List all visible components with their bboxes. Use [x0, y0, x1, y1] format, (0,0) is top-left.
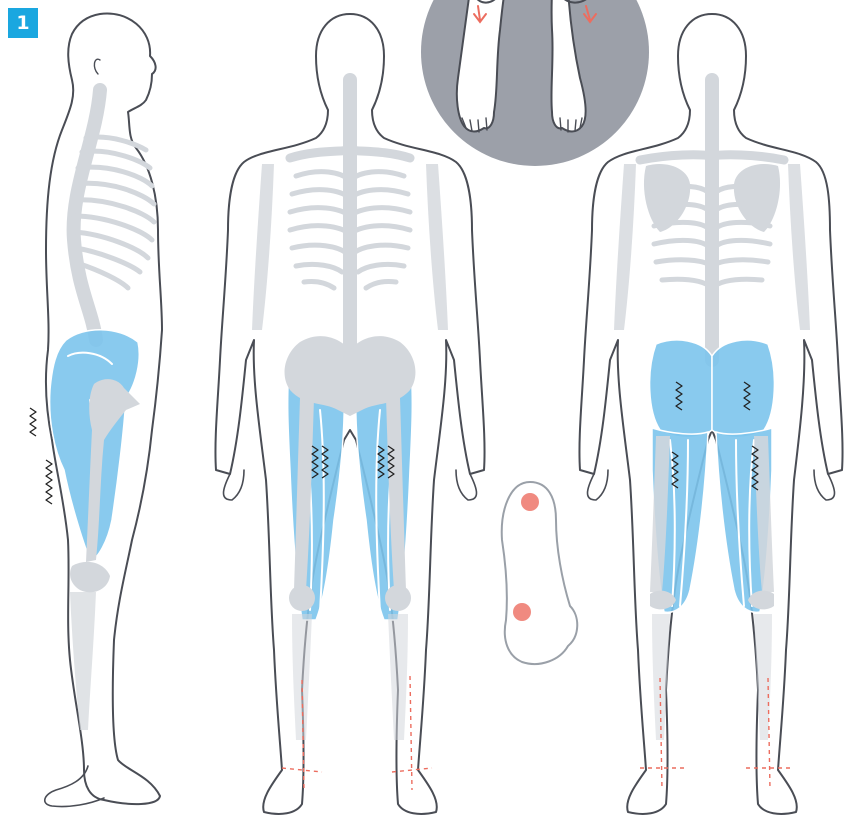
- back-right-hand: [814, 470, 835, 500]
- inset-background: [421, 0, 649, 166]
- footprint-pressure-point-heel: [521, 493, 539, 511]
- front-left-hand: [224, 470, 245, 500]
- back-right-gluteus: [712, 340, 774, 438]
- side-view-figure: [30, 13, 162, 806]
- footprint-outline: [502, 482, 578, 664]
- feet-rotation-inset: [421, 0, 649, 166]
- back-view-figure: [579, 14, 842, 814]
- front-right-knee: [385, 585, 411, 611]
- back-left-hand: [588, 470, 609, 500]
- side-tension-squiggle-lower: [46, 460, 52, 504]
- front-view-figure: [215, 14, 484, 814]
- footprint-pressure-point-ball: [513, 603, 531, 621]
- side-tension-squiggle-upper: [30, 408, 36, 436]
- back-left-gluteus: [650, 340, 712, 438]
- footprint-detail: [502, 482, 578, 664]
- front-left-knee: [289, 585, 315, 611]
- front-right-hand: [456, 470, 477, 500]
- panel-number-badge: 1: [8, 8, 38, 38]
